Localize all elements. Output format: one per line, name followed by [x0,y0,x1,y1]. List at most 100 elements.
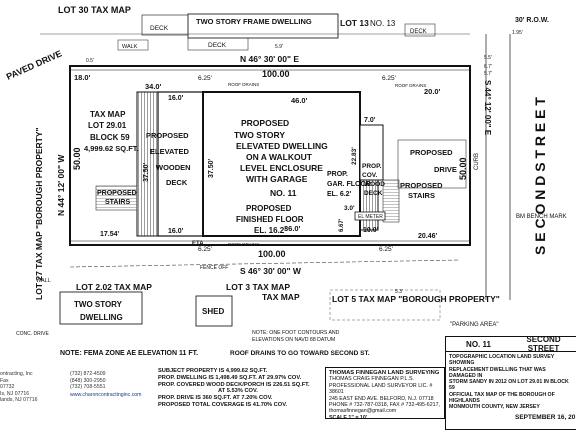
house-title-l5: LEVEL ENCLOSURE [240,163,323,173]
dim-667: 6.67' [339,218,345,232]
bottom-dwelling-l1: TWO STORY [74,300,123,309]
title-block-desc-2: REPLACEMENT DWELLING THAT WAS DAMAGED IN [449,366,546,379]
stairs-right-l2: STAIRS [408,191,435,200]
wood-deck-l2: COV. [362,172,377,179]
stairs-left-l1: PROPOSED [97,190,137,197]
title-block-desc-3: STORM SANDY IN 2012 ON LOT 29.01 IN BLOC… [449,379,569,392]
survey-date: SEPTEMBER 16, 20 [515,414,576,421]
contractor-line-5: lands, NJ 07716 [0,397,38,404]
house-title-l6: WITH GARAGE [246,174,308,184]
eta-label: ETA [192,241,204,247]
parking-label: "PARKING AREA" [450,322,499,328]
no13-label: NO. 13 [370,19,396,28]
bearing-left: N 44° 12' 00" W [56,154,66,216]
title-block-description: TOPOGRAPHIC LOCATION LAND SURVEY SHOWING… [446,352,576,413]
wood-deck-right [359,124,384,181]
title-block: NO. 11 SECOND STREET TOPOGRAPHIC LOCATIO… [445,335,576,430]
lot5-label: LOT 5 TAX MAP "BOROUGH PROPERTY" [332,294,500,304]
block-label: BLOCK 59 [90,133,130,142]
house-title-l1: PROPOSED [241,118,289,128]
dim-195: 1.95' [512,30,523,36]
stairs-right-l1: PROPOSED [400,181,443,190]
drive-l2: DRIVE [434,165,457,174]
bottom-tax-map-label: TAX MAP [262,292,300,302]
row-label: 30' R.O.W. [515,17,549,24]
wood-deck-l3: WOOD [364,181,385,188]
floor-el-l2: FINISHED FLOOR [236,215,304,224]
surveyor-phone: PHONE # 732-787-0318, FAX # 732-495-6217… [329,402,441,415]
title-block-desc-5: MONMOUTH COUNTY, NEW JERSEY [449,404,540,411]
coverage-line-6: PROPOSED TOTAL COVERAGE IS 41.70% COV. [158,401,288,408]
wall-label: WALL [36,278,51,284]
el-meter-box [354,211,386,221]
contractor-website-link[interactable]: www.charoncontractinginc.com [70,392,142,398]
bearing-right: S 44° 12' 00" E [483,80,492,136]
deck-left-l2: ELEVATED [150,147,189,156]
lot27-label: LOT 27 TAX MAP "BOROUGH PROPERTY" [34,127,44,300]
dim-16-bot: 16.0' [168,228,184,235]
dim-16-top: 16.0' [168,95,184,102]
coverage-line-2: PROP. DWELLING IS 1,498.49 SQ.FT. AT 29.… [158,374,302,381]
dim-67: 6.7' [484,64,492,70]
dim-57: 5.7' [484,71,492,77]
proposed-drive [397,139,467,189]
length-top: 100.00 [262,69,290,79]
dim-7: 7.0' [364,117,376,124]
length-left: 50.00 [72,147,82,170]
fence-off-label: FENCE OFF [200,265,228,271]
title-block-street: SECOND STREET [526,335,561,353]
lot202-label: LOT 2.02 TAX MAP [76,282,152,292]
lot3-label: LOT 3 TAX MAP [226,282,290,292]
contractor-line-2: Fax [0,377,9,384]
dim-59: 5.9' [275,44,283,50]
dim-2283: 22.83' [351,147,358,165]
curb-label: CURB [474,153,480,170]
gar-floor-l1: PROP. [327,171,348,178]
dim-36: 36.0' [284,224,301,233]
neighbor-deck-top-left [141,14,189,36]
coverage-summary: SUBJECT PROPERTY IS 4,999.62 SQ.FT. PROP… [158,368,318,409]
coverage-line-5: PROP. DRIVE IS 360 SQ.FT. AT 7.20% COV. [158,395,273,402]
area-label: 4,999.62 SQ.FT. [84,144,139,153]
lot13-label: LOT 13 [340,18,369,28]
dim-625-d: 6.25' [379,246,393,253]
surveyor-address: 245 EAST END AVE. BELFORD, N.J. 07718 [329,395,434,402]
dim-53: 5.3' [395,289,403,295]
neighbor-deck-label-2: DECK [208,42,227,49]
title-block-number: NO. 11 [466,339,491,349]
title-block-desc-4: OFFICIAL TAX MAP OF THE BOROUGH OF HIGHL… [449,391,555,405]
dim-55: 5.5' [484,55,492,61]
neighbor-shed [195,295,233,327]
dim-3750-a: 37.50' [143,162,150,182]
bearing-bottom: S 46° 30' 00" W [240,266,302,276]
contractor-line-3: 07732 [0,384,15,391]
contractor-line-1: ontracting, Inc [0,371,33,377]
contractor-fax: (848) 300-2950 [70,378,106,384]
house-title-l2: TWO STORY [234,130,285,140]
contractor-fax-2: (732) 708-5551 [70,384,106,390]
wood-deck-l4: DECK [364,190,383,197]
coverage-line-4: AT 5.53% COV. [218,388,258,395]
contractor-line-4: Is, NJ 07716 [0,390,30,397]
dim-18: 18.0' [74,73,91,82]
contractor-stamp: ontracting, Inc Fax 07732 Is, NJ 07716 l… [0,371,142,404]
roof-drains-c: ROOF DRAINS [228,242,259,247]
dim-3750-b: 37.50' [208,158,215,178]
house-title-l4: ON A WALKOUT [246,152,313,162]
dim-625-c: 6.25' [198,246,212,253]
neighbor-walk-label: WALK [122,44,138,50]
surveyor-firm: THOMAS FINNEGAN LAND SURVEYING [329,370,440,376]
note-contour-l1: NOTE: ONE FOOT CONTOURS AND [252,330,340,336]
contractor-phone: (732) 872-4509 [70,371,106,377]
coverage-line-3: PROP. COVERED WOOD DECK/PORCH IS 226.51 … [158,381,310,388]
dim-2046: 20.46' [418,233,438,240]
left-stairs [95,185,138,211]
title-block-desc-1: TOPOGRAPHIC LOCATION LAND SURVEY SHOWING [449,354,555,367]
second-street-label: S E C O N D S T R E E T [532,97,548,255]
stairs-left-l2: STAIRS [105,199,130,206]
paved-drive-label: PAVED DRIVE [5,48,64,81]
note-roof-drains: ROOF DRAINS TO GO TOWARD SECOND ST. [230,350,370,357]
dim-30: 3.0' [344,205,355,212]
house-title-l3: ELEVATED DWELLING [236,141,328,151]
